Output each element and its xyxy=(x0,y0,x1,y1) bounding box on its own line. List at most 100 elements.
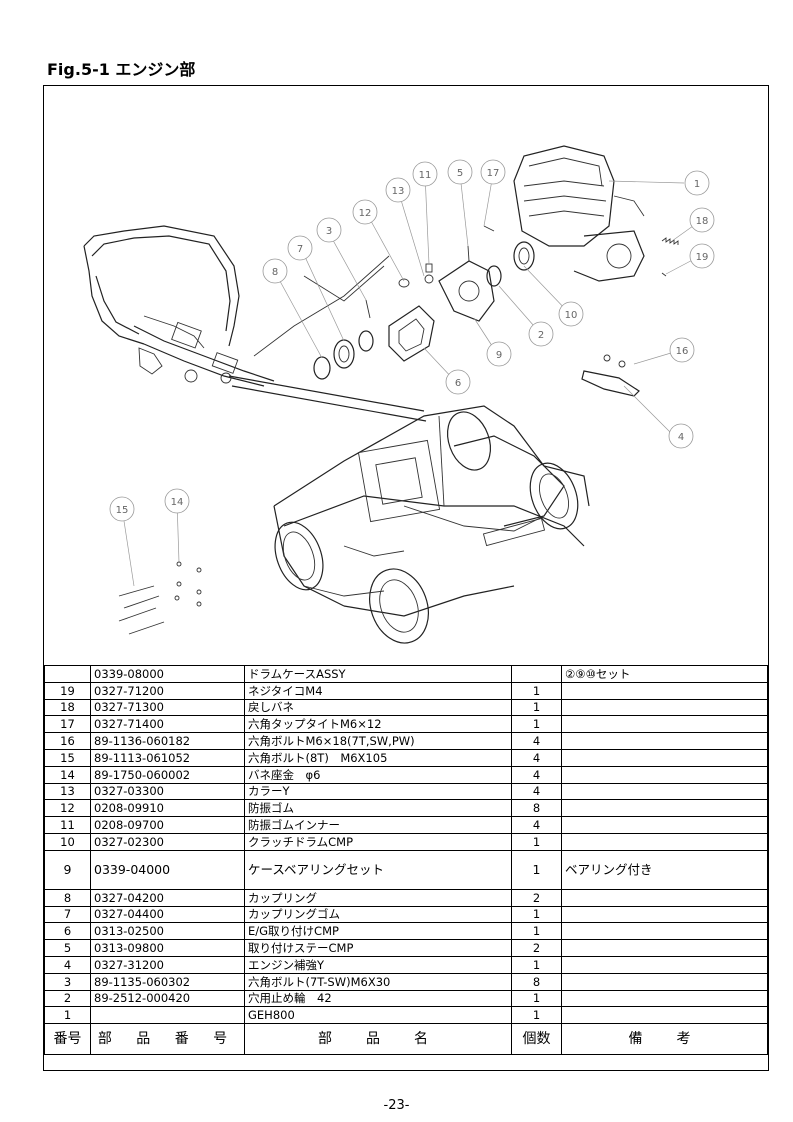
cell-part-no: 0327-71300 xyxy=(90,698,245,717)
svg-text:10: 10 xyxy=(565,310,578,321)
cell-qty: 1 xyxy=(511,849,562,890)
cell-qty: 4 xyxy=(511,732,562,750)
cell-no: 14 xyxy=(44,765,91,784)
cell-part-no: 0327-71200 xyxy=(90,681,245,700)
cell-part-no: 89-1113-061052 xyxy=(90,748,245,767)
leader-lines xyxy=(121,173,701,587)
cell-qty: 4 xyxy=(511,748,562,767)
cell-remarks xyxy=(561,681,768,700)
cell-qty: 2 xyxy=(511,888,562,907)
cell-no: 4 xyxy=(44,955,91,974)
cell-name: 防振ゴム xyxy=(244,799,512,818)
cell-name: GEH800 xyxy=(244,1006,512,1025)
cell-name: バネ座金 φ6 xyxy=(244,765,512,784)
cell-remarks xyxy=(561,1006,768,1025)
callout-5: 5 xyxy=(447,159,473,185)
cell-remarks: ②⑨⑩セット xyxy=(561,665,768,683)
svg-text:16: 16 xyxy=(676,346,689,357)
cell-remarks xyxy=(561,732,768,750)
callout-6: 6 xyxy=(445,369,471,395)
svg-text:12: 12 xyxy=(359,208,372,219)
cell-no: 13 xyxy=(44,782,91,801)
cell-qty: 4 xyxy=(511,765,562,784)
svg-text:11: 11 xyxy=(419,170,432,181)
cell-name: 六角タップタイトM6×12 xyxy=(244,715,512,734)
cell-no: 6 xyxy=(44,922,91,941)
handle-drawing xyxy=(83,225,275,387)
cell-remarks xyxy=(561,715,768,734)
cell-remarks xyxy=(561,905,768,924)
cell-no xyxy=(44,665,91,683)
header-no: 番号 xyxy=(44,1023,91,1056)
callout-10: 10 xyxy=(558,301,584,327)
callout-16: 16 xyxy=(669,337,695,363)
callout-11: 11 xyxy=(412,161,438,187)
svg-text:18: 18 xyxy=(696,216,709,227)
callout-9: 9 xyxy=(486,341,512,367)
small-parts-drawing xyxy=(118,225,679,635)
cell-part-no: 89-1136-060182 xyxy=(90,732,245,750)
cell-no: 2 xyxy=(44,989,91,1008)
cell-no: 17 xyxy=(44,715,91,734)
cell-part-no: 0327-04200 xyxy=(90,888,245,907)
callout-14: 14 xyxy=(164,488,190,514)
cell-name: カップリングゴム xyxy=(244,905,512,924)
header-remarks: 備 考 xyxy=(561,1023,768,1056)
header-qty: 個数 xyxy=(511,1023,562,1056)
cell-no: 9 xyxy=(44,849,91,890)
cell-remarks xyxy=(561,955,768,974)
page-number: -23- xyxy=(383,1098,410,1113)
cell-part-no: 0327-03300 xyxy=(90,782,245,801)
cell-name: カラーY xyxy=(244,782,512,801)
cell-part-no: 0313-09800 xyxy=(90,939,245,957)
cell-name: クラッチドラムCMP xyxy=(244,832,512,851)
cell-part-no: 0339-04000 xyxy=(90,849,245,890)
figure-frame: 1 2 3 4 5 6 7 8 9 10 11 12 13 14 15 16 1… xyxy=(43,85,769,1071)
cell-remarks xyxy=(561,922,768,941)
svg-text:15: 15 xyxy=(116,505,129,516)
svg-text:6: 6 xyxy=(455,378,461,389)
svg-text:5: 5 xyxy=(457,168,463,179)
cell-name: エンジン補強Y xyxy=(244,955,512,974)
cell-qty: 1 xyxy=(511,681,562,700)
cell-part-no: 0327-31200 xyxy=(90,955,245,974)
cell-name: 六角ボルト(8T) M6X105 xyxy=(244,748,512,767)
callout-15: 15 xyxy=(109,496,135,522)
cell-name: 穴用止め輪 42 xyxy=(244,989,512,1008)
svg-text:1: 1 xyxy=(694,179,700,190)
cell-name: 防振ゴムインナー xyxy=(244,816,512,834)
cell-name: ネジタイコM4 xyxy=(244,681,512,700)
cell-qty: 1 xyxy=(511,715,562,734)
svg-text:17: 17 xyxy=(487,168,500,179)
cell-name: 六角ボルトM6×18(7T,SW,PW) xyxy=(244,732,512,750)
cell-remarks xyxy=(561,888,768,907)
cell-qty: 4 xyxy=(511,816,562,834)
callout-8: 8 xyxy=(262,258,288,284)
cell-qty: 1 xyxy=(511,1006,562,1025)
chassis-drawing xyxy=(273,405,590,644)
cell-qty xyxy=(511,665,562,683)
svg-text:4: 4 xyxy=(678,432,684,443)
cell-no: 3 xyxy=(44,972,91,991)
svg-text:13: 13 xyxy=(392,186,405,197)
cell-part-no: 0327-71400 xyxy=(90,715,245,734)
cell-part-no: 0327-04400 xyxy=(90,905,245,924)
callout-12: 12 xyxy=(352,199,378,225)
cell-no: 8 xyxy=(44,888,91,907)
cell-remarks xyxy=(561,765,768,784)
cell-remarks xyxy=(561,939,768,957)
